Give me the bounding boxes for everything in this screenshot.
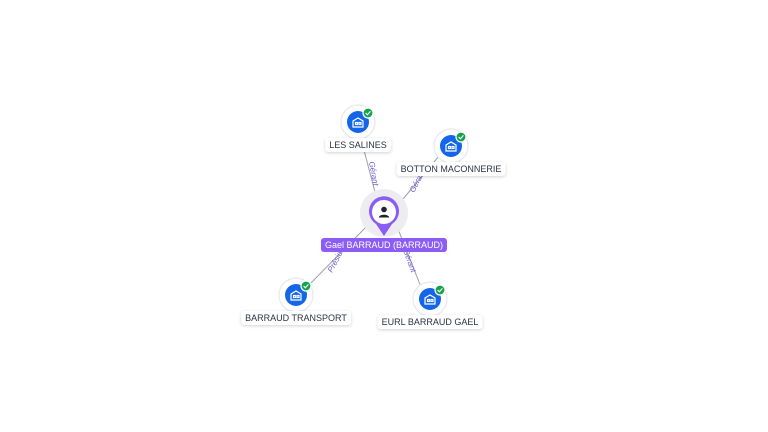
company-label-barraud-transport[interactable]: BARRAUD TRANSPORT <box>241 311 351 325</box>
verified-check-icon <box>434 284 446 296</box>
company-label-eurl-barraud-gael[interactable]: EURL BARRAUD GAEL <box>377 315 483 329</box>
company-building-icon <box>352 117 364 128</box>
verified-check-icon <box>362 107 374 119</box>
verified-check-icon <box>455 131 467 143</box>
edge-label-les-salines: Gérant <box>367 161 380 187</box>
person-label[interactable]: Gael BARRAUD (BARRAUD) <box>320 238 448 252</box>
company-building-icon <box>290 290 302 301</box>
company-label-les-salines[interactable]: LES SALINES <box>325 138 391 152</box>
edge-barraud-transport: Président <box>305 223 370 289</box>
edge-botton-maconnerie: Gérant <box>397 149 445 206</box>
company-node-botton-maconnerie[interactable] <box>433 128 469 164</box>
company-building-icon <box>424 294 436 305</box>
person-icon <box>378 206 390 218</box>
person-node[interactable] <box>360 189 408 237</box>
edge-eurl-barraud-gael: Gérant <box>395 223 424 293</box>
verified-check-icon <box>300 280 312 292</box>
company-node-eurl-barraud-gael[interactable] <box>412 281 448 317</box>
company-label-botton-maconnerie[interactable]: BOTTON MACONNERIE <box>396 162 506 176</box>
company-node-barraud-transport[interactable] <box>278 277 314 313</box>
company-node-les-salines[interactable] <box>340 104 376 140</box>
company-building-icon <box>445 141 457 152</box>
